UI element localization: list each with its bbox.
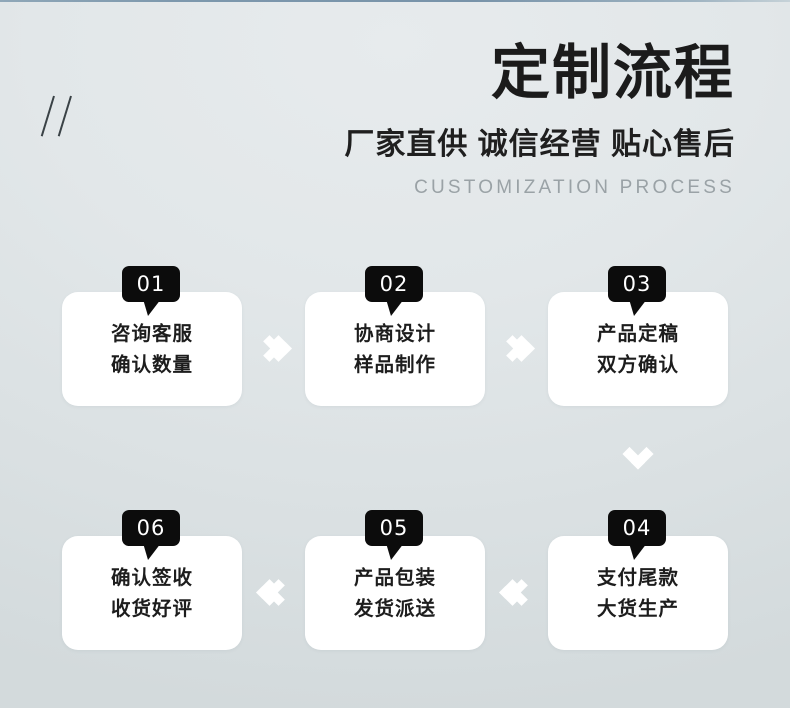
chevron-right-icon-2 (503, 332, 529, 366)
page-header: 定制流程 厂家直供 诚信经营 贴心售后 CUSTOMIZATION PROCES… (215, 44, 735, 199)
badge-tail-icon (143, 543, 161, 560)
flow-step-card-04[interactable]: 04 支付尾款 大货生产 (548, 510, 728, 650)
flow-step-card-06[interactable]: 06 确认签收 收货好评 (62, 510, 242, 650)
flow-step-line1-06: 确认签收 (110, 567, 193, 589)
step-number-02: 02 (379, 272, 409, 296)
step-number-03: 03 (622, 272, 652, 296)
slashes-decoration-icon (40, 95, 92, 142)
step-number-01: 01 (136, 272, 166, 296)
flow-step-line1-01: 咨询客服 (110, 323, 193, 345)
flow-step-text-04: 支付尾款 大货生产 (548, 563, 728, 625)
step-number-badge-06: 06 (122, 510, 180, 560)
flow-step-text-02: 协商设计 样品制作 (305, 319, 485, 381)
chevron-left-icon-1 (258, 576, 284, 610)
flow-step-line2-02: 样品制作 (353, 353, 436, 376)
flow-step-line1-02: 协商设计 (353, 323, 436, 345)
top-accent-rule (0, 0, 790, 2)
step-number-badge-05: 05 (365, 510, 423, 560)
badge-tail-icon (629, 299, 647, 316)
step-number-badge-04: 04 (608, 510, 666, 560)
flow-step-card-02[interactable]: 02 协商设计 样品制作 (305, 266, 485, 406)
flow-step-line2-05: 发货派送 (353, 597, 436, 620)
page-title: 定制流程 (490, 40, 735, 106)
flow-step-line2-01: 确认数量 (110, 353, 193, 376)
flow-step-line2-03: 双方确认 (596, 353, 679, 376)
flow-step-card-05[interactable]: 05 产品包装 发货派送 (305, 510, 485, 650)
flow-step-text-06: 确认签收 收货好评 (62, 563, 242, 625)
badge-tail-icon (143, 299, 161, 316)
flow-step-line1-03: 产品定稿 (596, 323, 679, 345)
badge-tail-icon (386, 543, 404, 560)
badge-tail-icon (629, 543, 647, 560)
flow-step-text-03: 产品定稿 双方确认 (548, 319, 728, 381)
flow-row-top: 01 咨询客服 确认数量 02 协商设计 样品制作 03 (0, 266, 790, 408)
flow-step-line2-04: 大货生产 (596, 597, 679, 620)
flow-step-card-03[interactable]: 03 产品定稿 双方确认 (548, 266, 728, 406)
step-number-badge-03: 03 (608, 266, 666, 316)
chevron-left-icon-2 (501, 576, 527, 610)
step-number-badge-01: 01 (122, 266, 180, 316)
flow-row-bottom: 06 确认签收 收货好评 05 产品包装 发货派送 04 (0, 510, 790, 652)
step-number-badge-02: 02 (365, 266, 423, 316)
flow-step-text-05: 产品包装 发货派送 (305, 563, 485, 625)
slash-line-1 (40, 95, 55, 137)
flow-step-line1-05: 产品包装 (353, 567, 436, 589)
slash-line-2 (57, 95, 72, 137)
step-number-05: 05 (379, 516, 409, 540)
flow-step-line1-04: 支付尾款 (596, 567, 679, 589)
page-subtitle: 厂家直供 诚信经营 贴心售后 (344, 128, 735, 161)
badge-tail-icon (386, 299, 404, 316)
chevron-down-icon (622, 443, 656, 473)
chevron-right-icon-1 (260, 332, 286, 366)
flow-step-line2-06: 收货好评 (110, 597, 193, 620)
flow-step-card-01[interactable]: 01 咨询客服 确认数量 (62, 266, 242, 406)
step-number-06: 06 (136, 516, 166, 540)
step-number-04: 04 (622, 516, 652, 540)
flow-step-text-01: 咨询客服 确认数量 (62, 319, 242, 381)
page-title-english: CUSTOMIZATION PROCESS (414, 177, 735, 198)
